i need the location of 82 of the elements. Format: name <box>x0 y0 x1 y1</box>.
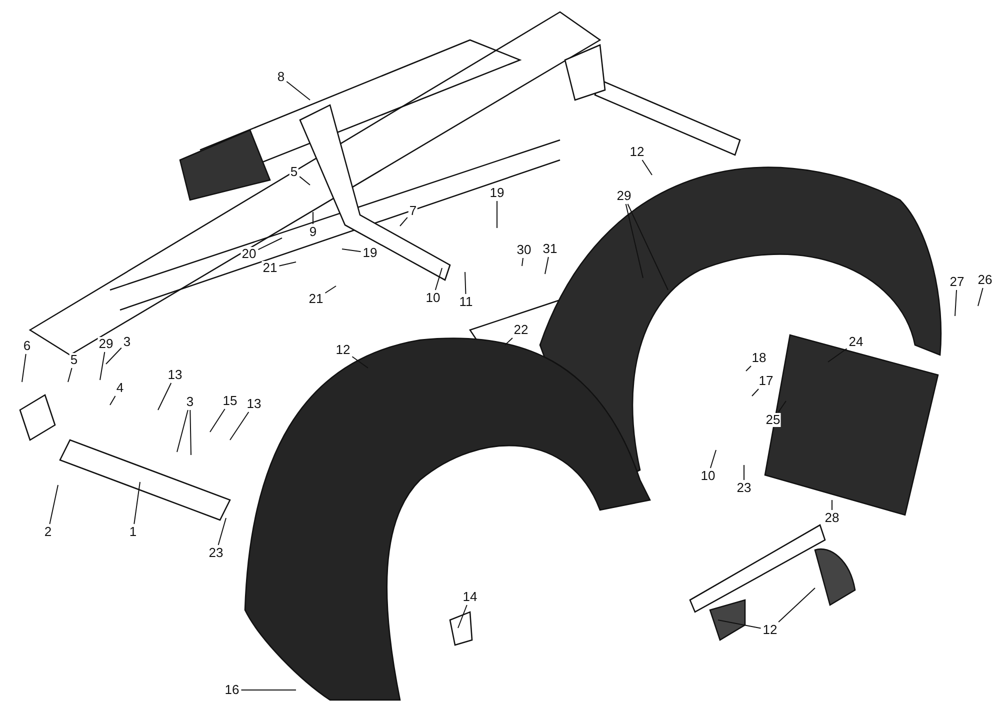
callout-number: 31 <box>542 242 558 256</box>
callout-number: 2 <box>43 525 53 539</box>
leader-line <box>718 620 762 629</box>
leader-line <box>49 484 58 524</box>
leader-line <box>258 238 282 250</box>
callout-number: 23 <box>736 481 752 495</box>
callout-number: 5 <box>69 353 79 367</box>
leader-line <box>352 356 368 368</box>
leader-line <box>642 160 652 176</box>
callout-number: 12 <box>762 623 778 637</box>
callout-number: 20 <box>240 247 258 261</box>
callout-number: 10 <box>700 469 716 483</box>
callout-number: 19 <box>488 186 506 200</box>
callout-number: 21 <box>308 292 324 306</box>
leader-line <box>752 388 760 396</box>
callout-number: 10 <box>424 291 442 305</box>
callout-number: 22 <box>512 323 530 337</box>
leader-line <box>464 272 466 294</box>
callout-number: 12 <box>334 343 352 357</box>
leader-line <box>544 256 549 274</box>
leader-line <box>324 286 336 294</box>
callout-number: 30 <box>516 243 532 257</box>
leader-line <box>158 382 172 410</box>
callout-number: 9 <box>308 225 318 239</box>
callout-number: 29 <box>616 189 632 203</box>
leader-line <box>312 212 314 224</box>
leader-line <box>625 204 644 278</box>
callout-number: 21 <box>262 261 278 275</box>
callout-number: 11 <box>458 295 474 309</box>
leader-line <box>230 412 250 440</box>
callout-number: 14 <box>462 590 478 604</box>
callout-number: 18 <box>750 351 768 365</box>
callout-number: 8 <box>276 70 286 84</box>
leader-line <box>496 200 498 228</box>
callout-number: 5 <box>289 165 299 179</box>
callout-number: 29 <box>98 337 114 351</box>
callout-number: 13 <box>246 397 262 411</box>
leader-line <box>22 354 26 382</box>
leader-line <box>710 450 716 468</box>
callout-number: 27 <box>948 275 966 289</box>
leader-line <box>68 368 72 382</box>
callout-number: 3 <box>122 335 132 349</box>
callout-number: 26 <box>976 273 992 287</box>
callout-number: 24 <box>848 335 864 349</box>
leader-line <box>190 410 192 456</box>
leader-line <box>458 604 468 628</box>
leader-line <box>828 348 848 362</box>
leader-line <box>434 268 442 290</box>
callout-number: 7 <box>408 204 418 218</box>
leader-line <box>627 204 668 290</box>
leader-line <box>100 352 106 380</box>
callout-number: 17 <box>758 374 774 388</box>
leader-line <box>176 410 188 452</box>
leader-line <box>746 366 752 372</box>
leader-line <box>342 248 362 252</box>
leader-line <box>954 290 958 316</box>
leader-line <box>778 588 816 622</box>
leader-line <box>978 288 984 306</box>
leader-line <box>778 400 786 412</box>
leader-line <box>210 408 226 432</box>
leader-line <box>522 258 524 266</box>
leader-line <box>278 262 296 266</box>
callout-number: 16 <box>224 683 240 697</box>
callout-number: 13 <box>166 368 184 382</box>
leader-line <box>218 518 226 546</box>
leader-line <box>110 396 116 406</box>
leader-line <box>400 216 408 226</box>
callout-number: 28 <box>824 511 840 525</box>
callout-number: 15 <box>222 394 238 408</box>
callout-number: 12 <box>628 145 646 159</box>
callout-number: 1 <box>128 525 138 539</box>
callout-number: 6 <box>22 339 32 353</box>
leader-line <box>106 347 122 364</box>
callout-number: 25 <box>764 413 782 427</box>
leader-line <box>504 338 513 346</box>
callout-number: 23 <box>208 546 224 560</box>
callout-number: 19 <box>362 246 378 260</box>
leader-line <box>299 176 310 186</box>
leader-line <box>134 482 140 524</box>
leader-line <box>286 80 310 100</box>
callout-number: 3 <box>185 395 195 409</box>
callout-number: 4 <box>115 381 125 395</box>
